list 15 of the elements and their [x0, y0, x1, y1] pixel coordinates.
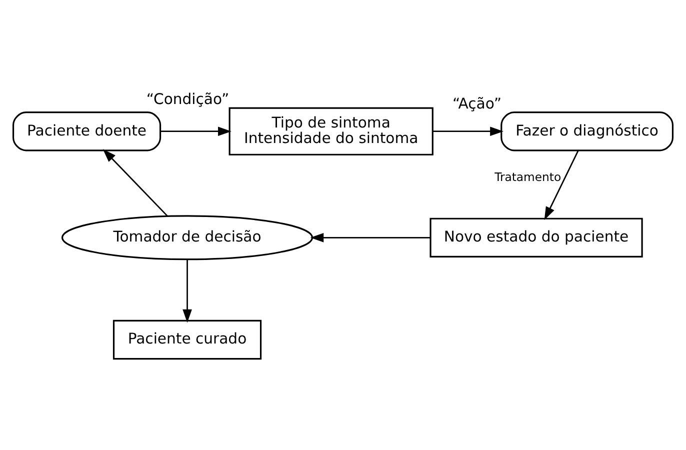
node-label: “Ação” — [452, 94, 502, 112]
node-box: Paciente curado — [112, 319, 262, 360]
arrow — [433, 126, 504, 136]
node-box: Novo estado do paciente — [430, 217, 643, 257]
arrow — [310, 232, 430, 242]
arrow — [160, 126, 232, 136]
edge-label: Tratamento — [494, 170, 562, 184]
node-label: “Condição” — [146, 90, 230, 108]
arrow — [102, 148, 168, 216]
node-box: Paciente doente — [12, 111, 162, 151]
node-box: Fazer o diagnóstico — [500, 111, 674, 151]
arrow — [544, 150, 579, 220]
node-ellipse: Tomador de decisão — [61, 214, 314, 260]
arrow — [182, 258, 192, 322]
node-box: Tipo de sintoma Intensidade do sintoma — [228, 106, 434, 155]
